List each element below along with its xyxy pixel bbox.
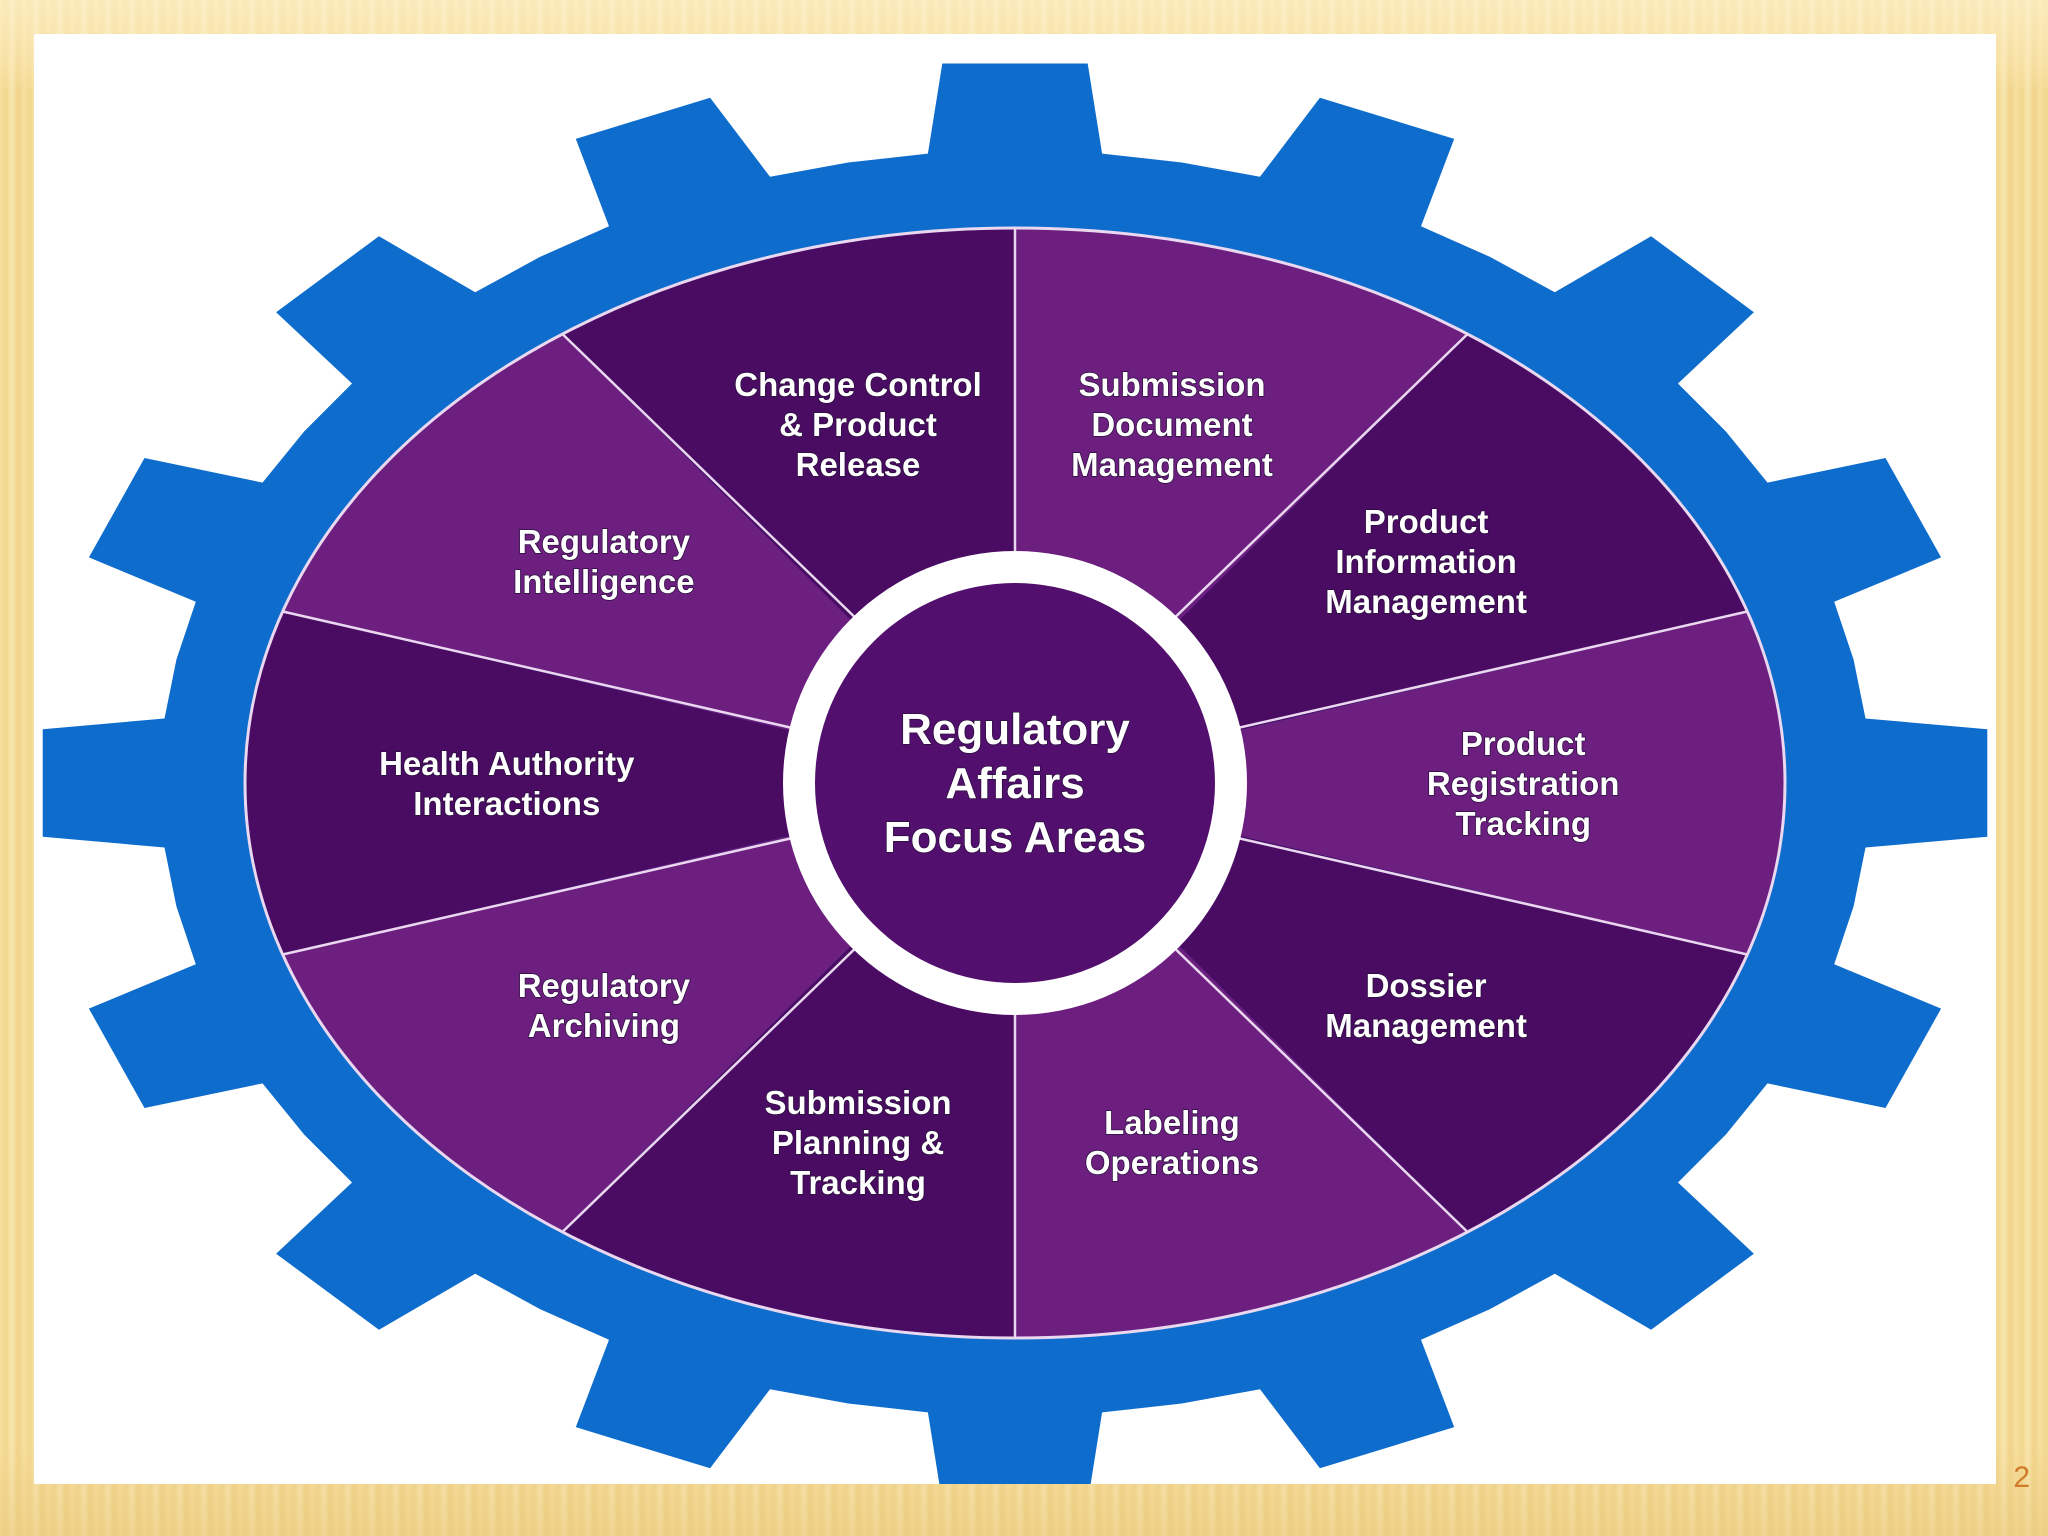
segment-label-line: Submission [764, 1084, 951, 1121]
segment-label-line: Management [1325, 583, 1527, 620]
segment-divider [1233, 835, 1748, 956]
center-title-line: Affairs [945, 759, 1084, 808]
segment-label-line: Tracking [790, 1164, 926, 1201]
segment-label-line: Planning & [772, 1124, 944, 1161]
segment-divider [561, 333, 881, 643]
page-number: 2 [2013, 1461, 2030, 1494]
wheel-rim [243, 226, 1787, 1340]
segment-label-line: Release [796, 446, 921, 483]
segment-label-line: Labeling [1104, 1104, 1240, 1141]
segment-label-line: Operations [1085, 1144, 1259, 1181]
segment-divider [282, 610, 797, 731]
segment-label-line: Change Control [734, 366, 981, 403]
segment-label-line: Product [1461, 725, 1586, 762]
segment-divider [1149, 333, 1469, 643]
segment-label-line: Management [1325, 1007, 1527, 1044]
center-title-line: Focus Areas [884, 813, 1146, 862]
segment-label-line: Health Authority [379, 745, 635, 782]
segment-label-line: Document [1091, 406, 1252, 443]
segment-label-line: Information [1335, 543, 1516, 580]
segment-label-line: Intelligence [513, 563, 695, 600]
center-disc [815, 583, 1215, 983]
segment-divider [1149, 923, 1469, 1233]
segment-label-line: Interactions [413, 785, 600, 822]
segment-label-line: Regulatory [518, 523, 691, 560]
segment-label-line: Dossier [1366, 967, 1487, 1004]
segment-divider [282, 835, 797, 956]
center-title-line: Regulatory [900, 705, 1130, 754]
segment-label-line: Regulatory [518, 967, 691, 1004]
segment-label-line: Registration [1427, 765, 1620, 802]
segment-label-line: Archiving [528, 1007, 680, 1044]
segment-label-line: Tracking [1455, 805, 1591, 842]
segment-divider [561, 923, 881, 1233]
segment-label-line: Product [1364, 503, 1489, 540]
segment-dividers [243, 226, 1787, 1340]
segment-3 [1015, 611, 1785, 955]
segment-label-line: & Product [779, 406, 937, 443]
segment-label-line: Management [1071, 446, 1273, 483]
segment-divider [1233, 610, 1748, 731]
segment-label-line: Submission [1078, 366, 1265, 403]
segment-8 [245, 611, 1015, 955]
